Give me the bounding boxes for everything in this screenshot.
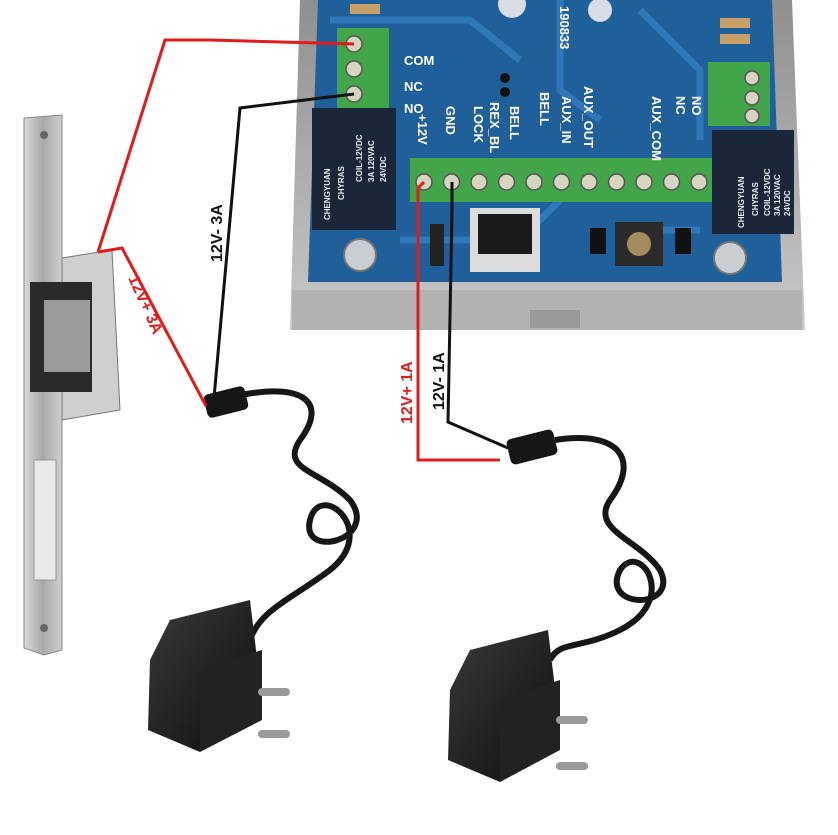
terminal-screw: [552, 173, 571, 191]
mounting-hole: [498, 0, 526, 18]
aux-terminal-block: AUX_COM NC NO: [649, 62, 770, 161]
terminal-screw: [662, 173, 681, 191]
relay-spec-line: COIL-12VDC: [763, 168, 772, 216]
adapter-pin: [556, 762, 588, 770]
terminal-screw: [690, 173, 708, 191]
strike-screw: [40, 624, 48, 632]
relay-terminal-label-com: COM: [404, 53, 434, 68]
adapter-cable: [547, 435, 667, 662]
terminal-label-bell: BELL: [507, 106, 522, 140]
terminal-screw: [470, 173, 488, 191]
terminal-screw: [744, 70, 760, 86]
relay-model: CHYRAS: [337, 166, 346, 200]
adapter-pin: [258, 730, 290, 738]
terminal-block-icon: [708, 62, 770, 126]
strike-screw: [40, 131, 48, 139]
aux-terminal-label-no: NO: [689, 96, 704, 116]
power-adapter-right: [448, 429, 667, 782]
electric-strike-lock: [23, 114, 121, 656]
strike-slot: [33, 459, 57, 581]
label-lock-positive: 12V+ 3A: [124, 273, 165, 338]
label-board-negative: 12V- 1A: [431, 352, 448, 410]
relay-brand: CHENGYUAN: [323, 168, 332, 220]
aux-terminal-label-com: AUX_COM: [649, 96, 664, 161]
mounting-hole: [588, 0, 612, 22]
adapter-face: [500, 680, 560, 782]
smd-resistor: [720, 18, 750, 28]
aux-terminal-label-nc: NC: [673, 96, 688, 115]
adapter-cable: [227, 388, 360, 642]
pcb: [308, 0, 782, 282]
smd-resistor: [720, 34, 750, 44]
adapter-face: [200, 650, 262, 752]
relay-terminal-label-nc: NC: [404, 79, 423, 94]
part-number: 190833: [557, 6, 572, 49]
relay-spec-line: 3A 120VAC: [367, 140, 376, 182]
wire-lock-negative: [212, 92, 355, 399]
terminal-screw: [345, 60, 363, 78]
housing-notch: [530, 310, 580, 328]
wire-lock-positive-upper: [96, 38, 355, 253]
terminal-label-aux-out: AUX_OUT: [581, 86, 596, 148]
wiring: [96, 38, 509, 462]
terminal-screw: [525, 173, 543, 191]
mounting-screw: [343, 238, 377, 272]
terminal-label-rex: REX_BL: [487, 102, 502, 153]
controller-board: 190833 COM NC NO CHENGYUAN CHYRAS COIL-1…: [290, 0, 805, 330]
terminal-label-gnd: GND: [443, 106, 458, 135]
mounting-screw: [713, 241, 747, 275]
terminal-label-aux-in: AUX_IN: [559, 96, 574, 144]
wire-board-positive: [416, 180, 500, 462]
adapter-pin: [556, 716, 588, 724]
terminal-screw: [744, 108, 760, 124]
main-terminal-labels: +12V GND LOCK REX_BL BELL BELL AUX_IN AU…: [415, 86, 596, 153]
adapter-plug: [506, 429, 558, 465]
wire-lock-positive-lower: [97, 246, 208, 407]
terminal-label-12v: +12V: [415, 114, 430, 145]
terminal-screw: [744, 90, 760, 106]
adapter-pin: [258, 688, 290, 696]
terminal-screw: [635, 173, 653, 191]
strike-latch: [44, 300, 90, 372]
adapter-plug: [203, 386, 249, 418]
tamper-switch-knob: [627, 232, 651, 256]
relay-spec-line: 3A 120VAC: [773, 174, 782, 216]
led-indicator: [500, 73, 510, 83]
relay-terminal-label-no: NO: [404, 101, 424, 116]
terminal-screw: [497, 173, 516, 191]
wire-board-negative: [446, 182, 509, 450]
terminal-screw: [607, 173, 626, 191]
terminal-label-bell: BELL: [537, 92, 552, 126]
relay-spec-line: 24VDC: [783, 190, 792, 216]
label-board-positive: 12V+ 1A: [399, 361, 416, 424]
relay-icon: [312, 108, 396, 230]
smd-resistor: [350, 4, 380, 14]
relay-right: CHENGYUAN CHYRAS COIL-12VDC 3A 120VAC 24…: [712, 130, 794, 234]
main-terminal-block: [410, 158, 716, 202]
relay-icon: [712, 130, 794, 234]
smd-diode: [675, 228, 691, 254]
label-lock-negative: 12V- 3A: [209, 204, 226, 262]
relay-spec-line: COIL-12VDC: [355, 134, 364, 182]
relay-brand: CHENGYUAN: [737, 176, 746, 228]
terminal-block-icon: [337, 28, 389, 110]
smd-diode: [590, 228, 606, 254]
relay-spec-line: 24VDC: [379, 156, 388, 182]
terminal-label-lock: LOCK: [471, 106, 486, 143]
pin-header: [430, 224, 444, 266]
voltage-regulator-body: [478, 214, 532, 254]
relay-model: CHYRAS: [751, 182, 760, 216]
power-adapter-left: [148, 386, 360, 752]
led-indicator: [500, 87, 510, 97]
relay-left: CHENGYUAN CHYRAS COIL-12VDC 3A 120VAC 24…: [312, 108, 396, 230]
terminal-screw: [580, 173, 598, 191]
